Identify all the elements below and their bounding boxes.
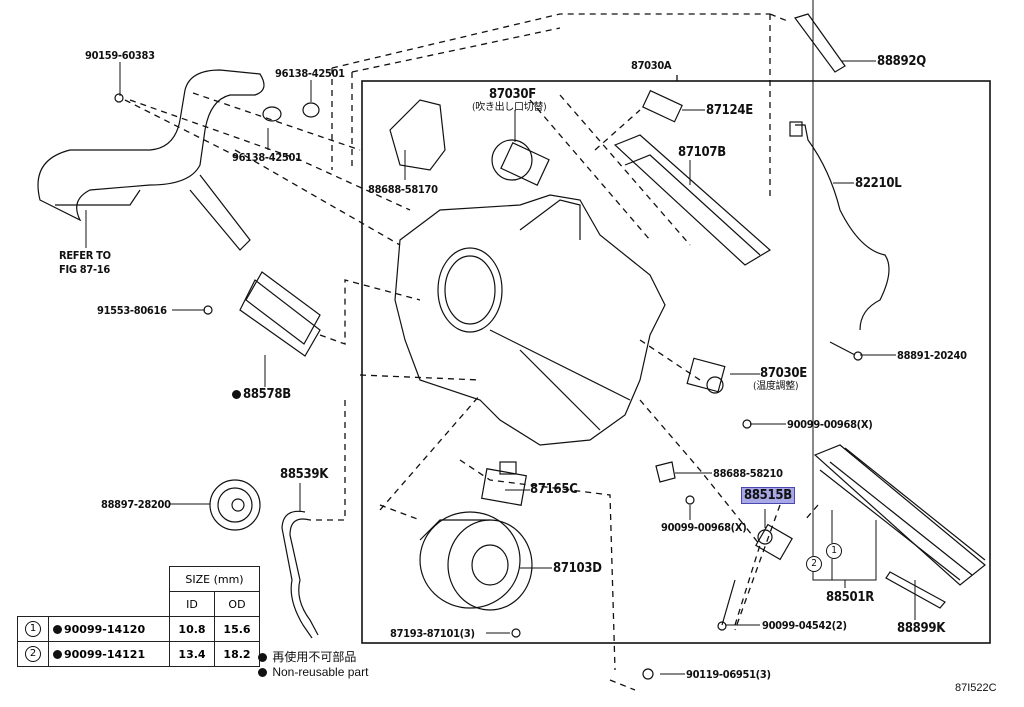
- heater-pipe-sketch: [37, 69, 265, 222]
- part-label-96138-42501-b[interactable]: 96138-42501: [232, 151, 302, 164]
- legend-jp: 再使用不可部品: [258, 648, 356, 665]
- part-label-88688-58170[interactable]: 88688-58170: [368, 183, 438, 196]
- part-sketches: [37, 13, 986, 680]
- row-part[interactable]: 90099-14120: [48, 616, 170, 642]
- row-id: 10.8: [169, 616, 215, 642]
- assembly-label-87030A[interactable]: 87030A: [631, 59, 672, 72]
- part-number: 88578B: [243, 387, 291, 402]
- legend-en: Non-reusable part: [258, 665, 368, 679]
- part-label-87124E[interactable]: 87124E: [706, 103, 753, 118]
- refer-note-line2[interactable]: FIG 87-16: [59, 263, 110, 276]
- size-table: SIZE (mm) ID OD 1 90099-14120 10.8 15.6 …: [17, 566, 260, 667]
- size-col-od: OD: [214, 591, 260, 617]
- table-row: 2 90099-14121 13.4 18.2: [17, 641, 260, 667]
- part-number: 90099-14121: [64, 647, 146, 661]
- table-row: 1 90099-14120 10.8 15.6: [17, 616, 260, 642]
- row-ref: 2: [17, 641, 49, 667]
- part-label-90099-00968-a[interactable]: 90099-00968(X): [787, 418, 873, 431]
- part-label-88688-58210[interactable]: 88688-58210: [713, 467, 783, 480]
- part-note-87030E: (温度調整): [753, 381, 799, 392]
- part-label-88899K[interactable]: 88899K: [897, 621, 945, 636]
- row-od: 15.6: [214, 616, 260, 642]
- legend-text-en: Non-reusable part: [272, 665, 369, 679]
- callout-1[interactable]: 1: [826, 543, 842, 559]
- figure-code: 87I522C: [955, 682, 997, 694]
- part-label-87103D[interactable]: 87103D: [553, 561, 602, 576]
- part-label-88891-20240[interactable]: 88891-20240: [897, 349, 967, 362]
- part-label-91553-80616[interactable]: 91553-80616: [97, 304, 167, 317]
- ref-badge: 2: [25, 646, 41, 662]
- part-label-88897-28200[interactable]: 88897-28200: [101, 498, 171, 511]
- part-label-88501R[interactable]: 88501R: [826, 590, 874, 605]
- row-od: 18.2: [214, 641, 260, 667]
- legend-text-jp: 再使用不可部品: [272, 650, 357, 664]
- dashed-guides: [124, 13, 819, 691]
- legend-dot-icon: [258, 668, 267, 677]
- part-label-88578B[interactable]: 88578B: [232, 388, 291, 401]
- leader-lines: [85, 0, 916, 675]
- legend-dot-icon: [258, 653, 267, 662]
- part-label-87193-87101[interactable]: 87193-87101(3): [390, 627, 475, 640]
- part-label-90119-06951[interactable]: 90119-06951(3): [686, 668, 771, 681]
- part-note-87030F: (吹き出し口切替): [472, 102, 547, 113]
- part-label-90099-04542[interactable]: 90099-04542(2): [762, 619, 847, 632]
- assembly-frame: [361, 80, 991, 644]
- size-col-id: ID: [169, 591, 215, 617]
- non-reusable-dot-icon: [53, 624, 62, 634]
- part-label-87030F[interactable]: 87030F: [489, 87, 536, 102]
- part-label-88892Q[interactable]: 88892Q: [877, 54, 926, 69]
- non-reusable-dot-icon: [53, 649, 62, 659]
- ref-badge: 1: [25, 621, 41, 637]
- hvac-case-sketch: [394, 194, 666, 446]
- evaporator-sketch: [813, 444, 986, 586]
- part-label-82210L[interactable]: 82210L: [855, 176, 902, 191]
- callout-1-badge: 1: [826, 543, 842, 559]
- part-label-87165C[interactable]: 87165C: [530, 482, 578, 497]
- row-part[interactable]: 90099-14121: [48, 641, 170, 667]
- non-reusable-dot-icon: [232, 390, 241, 399]
- size-table-header: SIZE (mm): [169, 566, 260, 592]
- callout-2[interactable]: 2: [806, 556, 822, 572]
- part-label-90159-60383[interactable]: 90159-60383: [85, 49, 155, 62]
- row-ref: 1: [17, 616, 49, 642]
- part-label-87107B[interactable]: 87107B: [678, 145, 726, 160]
- part-label-96138-42501-a[interactable]: 96138-42501: [275, 67, 345, 80]
- callout-2-badge: 2: [806, 556, 822, 572]
- part-label-87030E[interactable]: 87030E: [760, 366, 807, 381]
- part-label-90099-00968-b[interactable]: 90099-00968(X): [661, 521, 747, 534]
- row-id: 13.4: [169, 641, 215, 667]
- refer-note-line1: REFER TO: [59, 249, 111, 262]
- part-label-88515B-highlighted[interactable]: 88515B: [741, 487, 795, 504]
- part-label-88539K[interactable]: 88539K: [280, 467, 328, 482]
- part-number: 90099-14120: [64, 622, 146, 636]
